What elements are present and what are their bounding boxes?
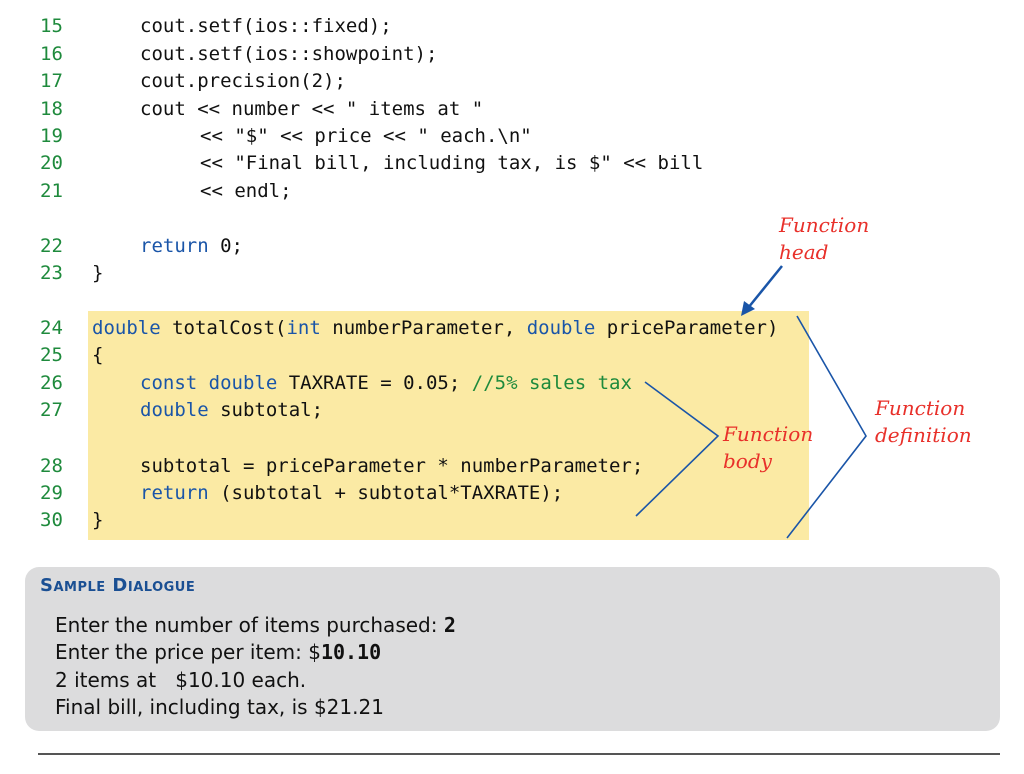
line-number: 18 — [40, 98, 63, 120]
code-token: { — [92, 344, 104, 366]
line-number: 20 — [40, 152, 63, 174]
dialogue-line: 2 items at $10.10 each. — [55, 667, 306, 694]
code-line: 18 cout << number << " items at " — [0, 96, 1024, 123]
dialogue-output-text: Final bill, including tax, is $21.21 — [55, 695, 384, 719]
code-keyword: return — [140, 482, 209, 504]
annotation-function-definition: Function definition — [875, 396, 972, 447]
code-line: 21 << endl; — [0, 178, 1024, 205]
line-number: 25 — [40, 344, 63, 366]
code-text: cout << number << " items at " — [140, 96, 483, 123]
definition-bracket — [786, 315, 867, 539]
line-number: 15 — [40, 15, 63, 37]
dialogue-line: Final bill, including tax, is $21.21 — [55, 694, 384, 721]
code-token: 0; — [208, 235, 243, 257]
code-token: } — [92, 262, 104, 284]
code-token: } — [92, 509, 104, 531]
code-keyword: return — [140, 235, 209, 257]
code-line: 26 const double TAXRATE = 0.05; //5% sale… — [0, 370, 1024, 397]
body-bracket — [635, 381, 720, 517]
code-line: 30} — [0, 507, 1024, 534]
code-text: { — [92, 342, 103, 369]
code-line: 24 double totalCost(int numberParameter, … — [0, 315, 1024, 342]
code-keyword: double — [92, 317, 161, 339]
dialogue-user-input: 2 — [443, 613, 456, 637]
code-token: priceParameter) — [595, 317, 779, 339]
code-token: (subtotal + subtotal*TAXRATE); — [208, 482, 564, 504]
code-text: double subtotal; — [140, 397, 323, 424]
head-arrow-line — [747, 265, 783, 309]
dialogue-line: Enter the price per item: $10.10 — [55, 639, 381, 666]
code-token: << "Final bill, including tax, is $" << … — [200, 152, 704, 174]
code-line: 17 cout.precision(2); — [0, 68, 1024, 95]
code-token: numberParameter, — [320, 317, 527, 339]
annotation-function-body: Function body — [723, 422, 814, 473]
code-line: 19 << "$" << price << " each.\n" — [0, 123, 1024, 150]
line-number: 26 — [40, 372, 63, 394]
code-keyword: double — [140, 399, 209, 421]
code-text: double totalCost(int numberParameter, do… — [92, 315, 778, 342]
dialogue-output-text: Enter the number of items purchased: — [55, 613, 444, 637]
code-line: 23} — [0, 260, 1024, 287]
code-text: << "Final bill, including tax, is $" << … — [200, 150, 703, 177]
code-token: << "$" << price << " each.\n" — [200, 125, 532, 147]
line-number: 17 — [40, 70, 63, 92]
code-text: cout.precision(2); — [140, 68, 346, 95]
line-number: 19 — [40, 125, 63, 147]
code-token: subtotal = priceParameter * numberParame… — [140, 455, 644, 477]
code-comment: //5% sales tax — [471, 372, 632, 394]
line-number: 21 — [40, 180, 63, 202]
dialogue-line: Enter the number of items purchased: 2 — [55, 612, 456, 639]
bottom-rule — [38, 753, 1000, 755]
code-text: } — [92, 260, 103, 287]
function-definition-highlight — [88, 311, 809, 540]
code-text: } — [92, 507, 103, 534]
code-line: 15 cout.setf(ios::fixed); — [0, 13, 1024, 40]
code-text: const double TAXRATE = 0.05; //5% sales … — [140, 370, 632, 397]
annotation-function-head: Function head — [779, 213, 870, 264]
code-text: cout.setf(ios::showpoint); — [140, 41, 437, 68]
line-number: 27 — [40, 399, 63, 421]
code-text: cout.setf(ios::fixed); — [140, 13, 392, 40]
sample-dialogue-title: Sample Dialogue — [40, 575, 196, 596]
code-token: cout.setf(ios::fixed); — [140, 15, 392, 37]
line-number: 22 — [40, 235, 63, 257]
dialogue-user-input: 10.10 — [320, 640, 382, 664]
code-keyword: double — [526, 317, 596, 339]
code-text: << endl; — [200, 178, 292, 205]
code-line: 27 double subtotal; — [0, 397, 1024, 424]
code-text: << "$" << price << " each.\n" — [200, 123, 532, 150]
line-number: 29 — [40, 482, 63, 504]
code-token: TAXRATE = 0.05; — [277, 372, 472, 394]
code-token: totalCost( — [160, 317, 287, 339]
code-text: return 0; — [140, 233, 243, 260]
line-number: 30 — [40, 509, 63, 531]
code-token: << endl; — [200, 180, 292, 202]
code-line: 25 { — [0, 342, 1024, 369]
code-token: subtotal; — [208, 399, 324, 421]
code-line: 28 subtotal = priceParameter * numberPara… — [0, 453, 1024, 480]
dialogue-output-text: Enter the price per item: $ — [55, 640, 321, 664]
code-token: cout << number << " items at " — [140, 98, 484, 120]
code-token: cout.precision(2); — [140, 70, 346, 92]
code-text: return (subtotal + subtotal*TAXRATE); — [140, 480, 563, 507]
code-keyword: const double — [140, 372, 278, 394]
code-keyword: int — [286, 317, 321, 339]
line-number: 24 — [40, 317, 63, 339]
sample-dialogue-box: Sample Dialogue Enter the number of item… — [25, 567, 1000, 731]
head-arrow-tip — [741, 301, 755, 316]
annotation-brackets — [635, 265, 867, 539]
dialogue-output-text: 2 items at $10.10 each. — [55, 668, 307, 692]
code-line: 20 << "Final bill, including tax, is $" <… — [0, 150, 1024, 177]
code-line: 16 cout.setf(ios::showpoint); — [0, 41, 1024, 68]
code-text: subtotal = priceParameter * numberParame… — [140, 453, 643, 480]
line-number: 28 — [40, 455, 63, 477]
code-line: 29 return (subtotal + subtotal*TAXRATE); — [0, 480, 1024, 507]
code-listing: 15 cout.setf(ios::fixed);16 cout.setf(ios:… — [0, 13, 1024, 540]
code-line: 22 return 0; — [0, 233, 1024, 260]
line-number: 23 — [40, 262, 63, 284]
code-token: cout.setf(ios::showpoint); — [140, 43, 438, 65]
line-number: 16 — [40, 43, 63, 65]
